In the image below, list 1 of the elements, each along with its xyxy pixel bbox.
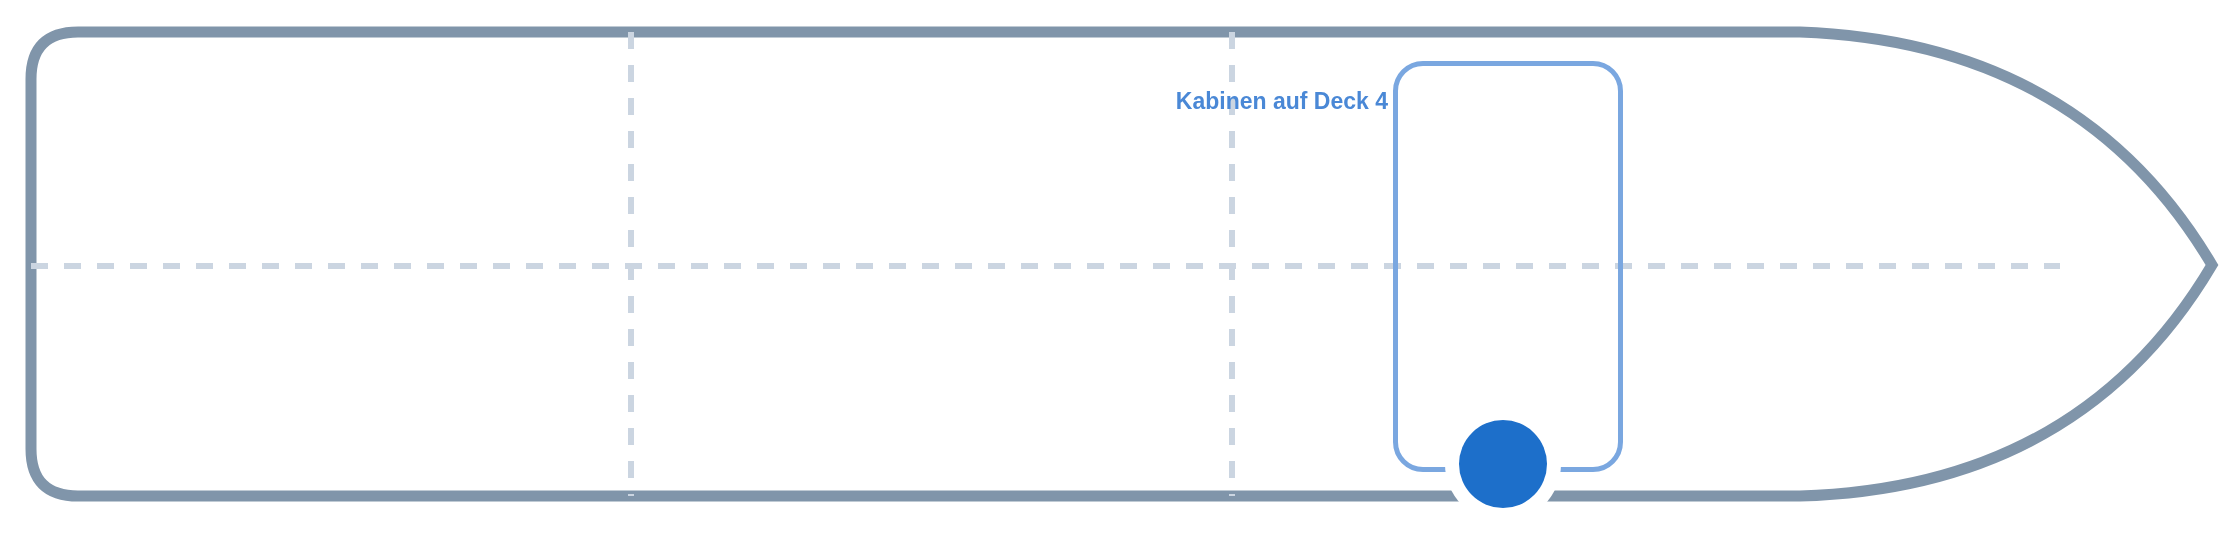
- area-heading: Kabinen auf Deck 4: [1175, 90, 1388, 113]
